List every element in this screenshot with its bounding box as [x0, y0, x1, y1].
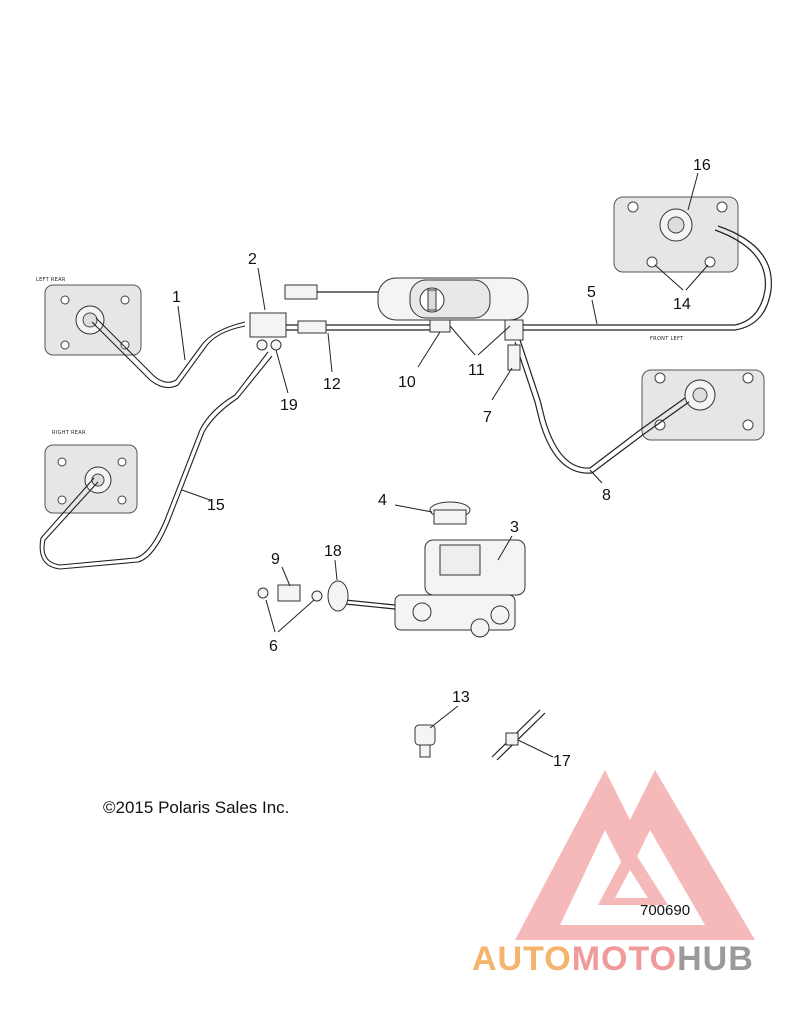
reservoir-cap-4 — [429, 501, 471, 525]
front-left-caliper — [641, 369, 765, 441]
brake-line-5 — [523, 229, 766, 326]
callout-8: 8 — [602, 487, 611, 504]
callout-10: 10 — [398, 374, 416, 391]
watermark-text: AUTOMOTOHUB — [472, 940, 754, 979]
hose-15 — [43, 351, 269, 566]
callout-14: 14 — [673, 296, 691, 313]
callout-13: 13 — [452, 689, 470, 706]
master-cylinder-assembly — [284, 277, 529, 341]
clevis-9 — [257, 584, 323, 602]
callout-9: 9 — [271, 551, 280, 568]
clip-13 — [414, 724, 436, 758]
fitting-7 — [507, 344, 521, 371]
callout-4: 4 — [378, 492, 387, 509]
callout-3: 3 — [510, 519, 519, 536]
brake-line-8 — [519, 339, 686, 469]
callout-16: 16 — [693, 157, 711, 174]
callout-5: 5 — [587, 284, 596, 301]
callout-15: 15 — [207, 497, 225, 514]
watermark-part-3: HUB — [677, 940, 754, 978]
callout-2: 2 — [248, 251, 257, 268]
callout-17: 17 — [553, 753, 571, 770]
seal-18 — [327, 580, 349, 612]
watermark-logo — [515, 770, 755, 940]
right-rear-label: RIGHT REAR — [52, 430, 86, 436]
callout-19: 19 — [280, 397, 298, 414]
copyright-notice: ©2015 Polaris Sales Inc. — [103, 798, 290, 817]
front-left-label: FRONT LEFT — [650, 336, 684, 342]
watermark-part-2: MOTO — [571, 940, 678, 978]
left-rear-caliper — [44, 284, 142, 356]
left-rear-label: LEFT REAR — [36, 277, 66, 283]
master-cylinder-3 — [344, 539, 526, 638]
leader-lines — [177, 172, 709, 758]
callout-7: 7 — [483, 409, 492, 426]
hose-1 — [91, 321, 246, 389]
callout-1: 1 — [172, 289, 181, 306]
right-rear-caliper — [44, 444, 138, 514]
cable-tie-17 — [491, 709, 546, 761]
diagram-number: 700690 — [640, 902, 691, 919]
callout-12: 12 — [323, 376, 341, 393]
watermark-part-1: AUTO — [472, 940, 572, 978]
brake-tee-block — [249, 312, 287, 338]
callout-11: 11 — [468, 362, 485, 379]
callout-6: 6 — [269, 638, 278, 655]
callout-18: 18 — [324, 543, 342, 560]
front-right-caliper — [613, 196, 739, 273]
